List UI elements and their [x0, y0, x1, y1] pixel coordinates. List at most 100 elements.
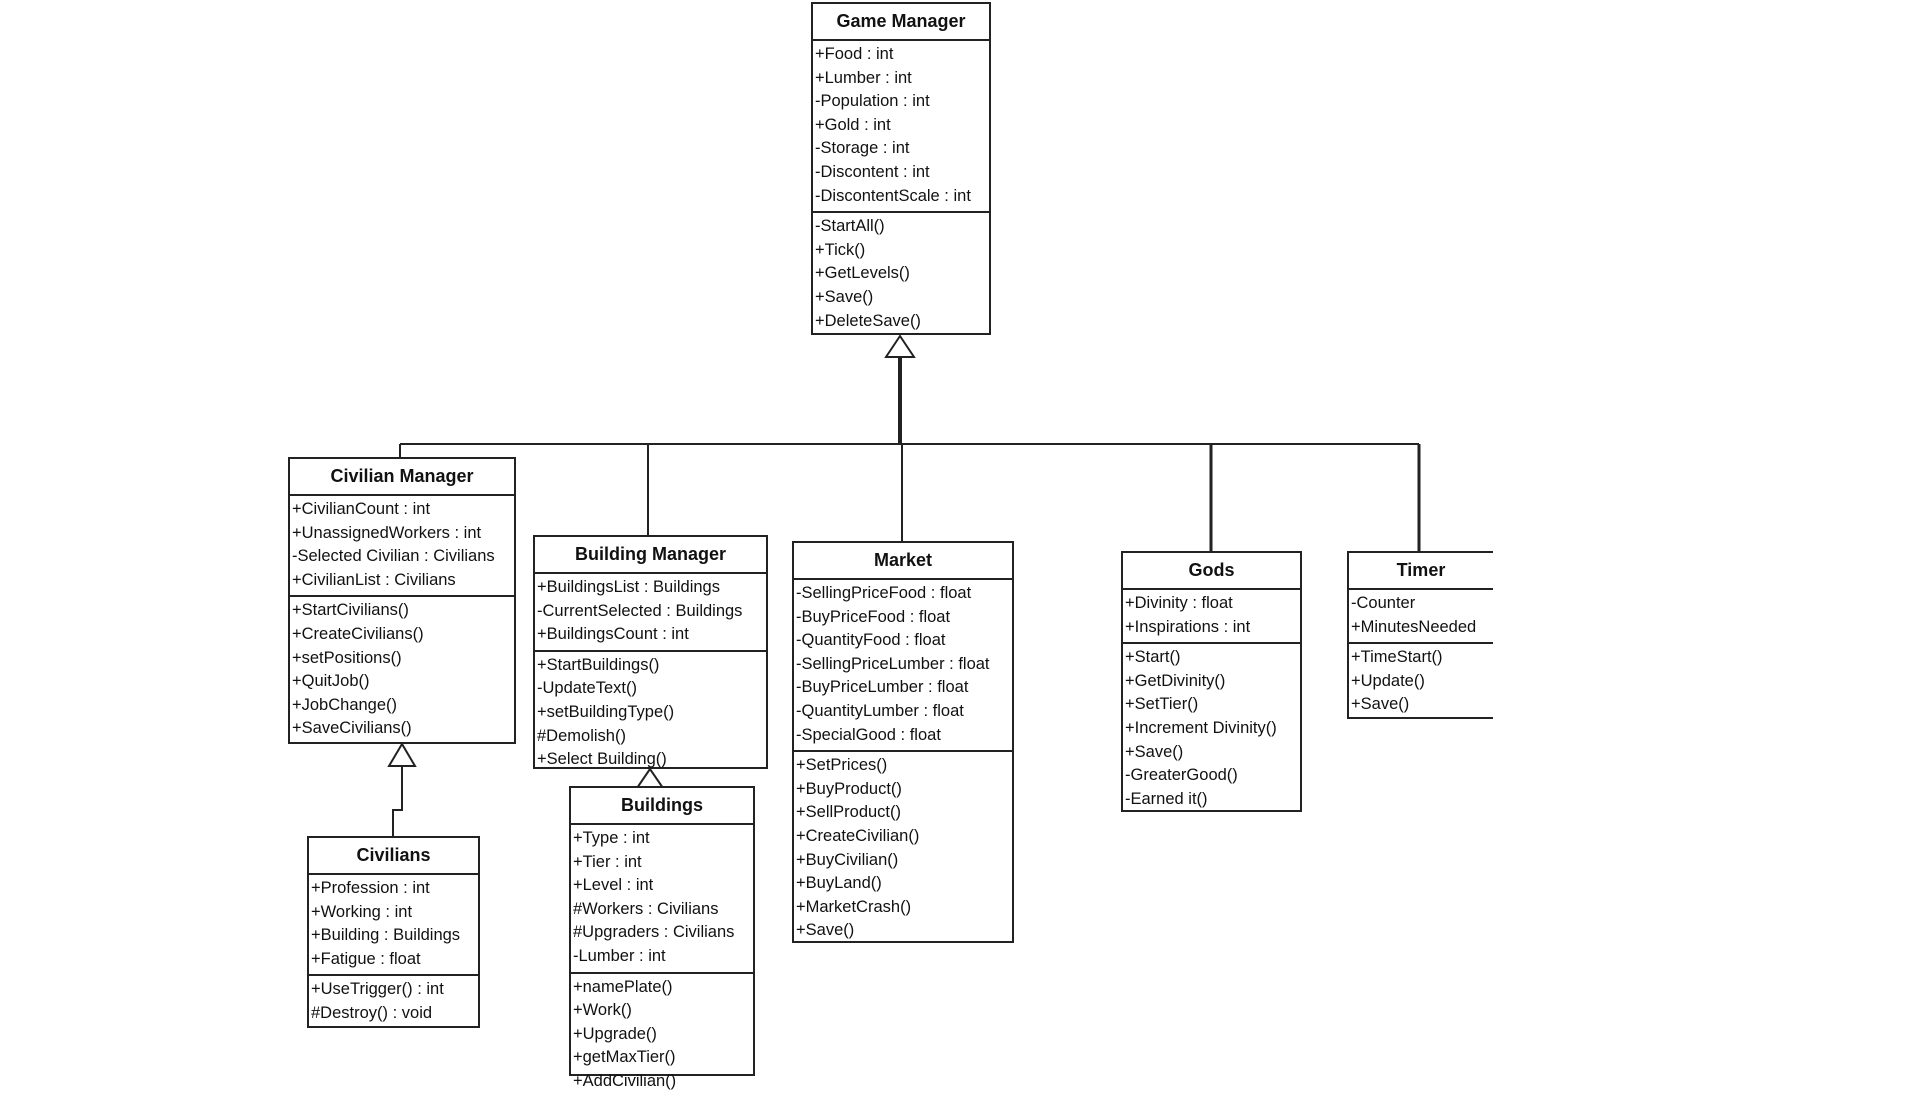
- attribute: +MinutesNeeded: [1351, 617, 1477, 636]
- method: +Save(): [1125, 742, 1184, 761]
- attribute: +CivilianList : Civilians: [292, 570, 456, 589]
- class-civilian-manager: Civilian Manager +CivilianCount : int +U…: [288, 457, 516, 744]
- method: +SetTier(): [1125, 695, 1199, 714]
- method: -UpdateText(): [537, 679, 637, 698]
- method: -StartAll(): [815, 217, 885, 236]
- method: +CreateCivilian(): [796, 826, 920, 845]
- attributes-section: +Profession : int +Working : int +Buildi…: [309, 875, 478, 974]
- method: +QuitJob(): [292, 672, 370, 691]
- methods-section: +Start() +GetDivinity() +SetTier() +Incr…: [1123, 642, 1300, 814]
- class-game-manager: Game Manager +Food : int +Lumber : int -…: [811, 2, 991, 335]
- attribute: +Working : int: [311, 902, 413, 921]
- generalization-arrowhead-civilian-manager: [387, 742, 417, 767]
- method: +Work(): [573, 1001, 632, 1020]
- method: +setBuildingType(): [537, 702, 675, 721]
- class-name: Market: [794, 543, 1012, 580]
- class-civilians: Civilians +Profession : int +Working : i…: [307, 836, 480, 1028]
- method: +BuyCivilian(): [796, 850, 899, 869]
- attribute: +Lumber : int: [815, 68, 912, 87]
- attribute: -CurrentSelected : Buildings: [537, 601, 743, 620]
- attribute: -BuyPriceFood : float: [796, 607, 951, 626]
- class-building-manager: Building Manager +BuildingsList : Buildi…: [533, 535, 768, 769]
- method: -GreaterGood(): [1125, 766, 1238, 785]
- method: +Select Building(): [537, 750, 667, 769]
- attribute: +Tier : int: [573, 852, 642, 871]
- connector-civilians: [392, 766, 403, 836]
- method: +AddCivilian(): [573, 1071, 677, 1090]
- attribute: -SellingPriceLumber : float: [796, 654, 990, 673]
- method: +BuyLand(): [796, 874, 882, 893]
- attribute: -Discontent : int: [815, 162, 930, 181]
- methods-section: +namePlate() +Work() +Upgrade() +getMaxT…: [571, 971, 753, 1097]
- attribute: #Upgraders : Civilians: [573, 923, 735, 942]
- method: +DeleteSave(): [815, 311, 921, 330]
- methods-section: +UseTrigger() : int #Destroy() : void: [309, 974, 478, 1028]
- method: +JobChange(): [292, 695, 398, 714]
- method: +Update(): [1351, 671, 1425, 690]
- method: #Demolish(): [537, 726, 626, 745]
- attribute: +Fatigue : float: [311, 949, 421, 968]
- method: +Save(): [796, 921, 855, 940]
- attributes-section: -SellingPriceFood : float -BuyPriceFood …: [794, 580, 1012, 750]
- attribute: +UnassignedWorkers : int: [292, 523, 482, 542]
- attribute: +Inspirations : int: [1125, 617, 1251, 636]
- attributes-section: +CivilianCount : int +UnassignedWorkers …: [290, 496, 514, 595]
- attribute: +Divinity : float: [1125, 594, 1233, 612]
- method: +UseTrigger() : int: [311, 980, 444, 999]
- attribute: -Selected Civilian : Civilians: [292, 547, 495, 566]
- methods-section: +TimeStart() +Update() +Save(): [1349, 642, 1493, 720]
- method: +StartBuildings(): [537, 655, 660, 674]
- attributes-section: +BuildingsList : Buildings -CurrentSelec…: [535, 574, 766, 650]
- class-name: Gods: [1123, 553, 1300, 590]
- method: +GetDivinity(): [1125, 671, 1226, 690]
- method: +getMaxTier(): [573, 1048, 676, 1067]
- attribute: -QuantityLumber : float: [796, 701, 964, 720]
- attribute: -Storage : int: [815, 139, 910, 158]
- attribute: -Population : int: [815, 92, 930, 111]
- class-buildings: Buildings +Type : int +Tier : int +Level…: [569, 786, 755, 1090]
- attributes-section: -Counter +MinutesNeeded: [1349, 590, 1493, 642]
- attributes-section: +Divinity : float +Inspirations : int: [1123, 590, 1300, 642]
- class-name: Building Manager: [535, 537, 766, 574]
- attribute: -SellingPriceFood : float: [796, 584, 972, 602]
- method: +setPositions(): [292, 648, 402, 667]
- methods-section: +StartCivilians() +CreateCivilians() +se…: [290, 595, 514, 744]
- method: +TimeStart(): [1351, 648, 1443, 667]
- method: +SellProduct(): [796, 803, 902, 822]
- method: +Start(): [1125, 648, 1181, 667]
- attribute: -QuantityFood : float: [796, 631, 946, 650]
- method: +Tick(): [815, 240, 866, 259]
- class-name: Buildings: [571, 788, 753, 825]
- class-name: Timer: [1349, 553, 1493, 590]
- attribute: -Counter: [1351, 594, 1416, 612]
- method: +namePlate(): [573, 977, 673, 996]
- class-name: Civilians: [309, 838, 478, 875]
- methods-section: -StartAll() +Tick() +GetLevels() +Save()…: [813, 211, 989, 336]
- attribute: +Type : int: [573, 829, 650, 847]
- method: -Earned it(): [1125, 789, 1208, 808]
- method: #Destroy() : void: [311, 1003, 433, 1022]
- attribute: +BuildingsList : Buildings: [537, 578, 720, 596]
- class-name: Civilian Manager: [290, 459, 514, 496]
- method: +MarketCrash(): [796, 897, 912, 916]
- class-gods: Gods +Divinity : float +Inspirations : i…: [1121, 551, 1302, 812]
- attribute: +Profession : int: [311, 879, 430, 897]
- class-timer: Timer -Counter +MinutesNeeded +TimeStart…: [1347, 551, 1493, 719]
- class-name: Game Manager: [813, 4, 989, 41]
- attribute: +Gold : int: [815, 115, 891, 134]
- attribute: +BuildingsCount : int: [537, 625, 689, 644]
- attribute: +Food : int: [815, 45, 894, 63]
- attributes-section: +Type : int +Tier : int +Level : int #Wo…: [571, 825, 753, 972]
- methods-section: +StartBuildings() -UpdateText() +setBuil…: [535, 649, 766, 775]
- attribute: -BuyPriceLumber : float: [796, 678, 969, 697]
- method: +Upgrade(): [573, 1024, 657, 1043]
- method: +SetPrices(): [796, 756, 888, 775]
- attribute: -Lumber : int: [573, 946, 666, 965]
- method: +Save(): [1351, 695, 1410, 714]
- attribute: -DiscontentScale : int: [815, 186, 971, 205]
- method: +GetLevels(): [815, 264, 910, 283]
- method: +Increment Divinity(): [1125, 718, 1277, 737]
- attribute: +Level : int: [573, 876, 654, 895]
